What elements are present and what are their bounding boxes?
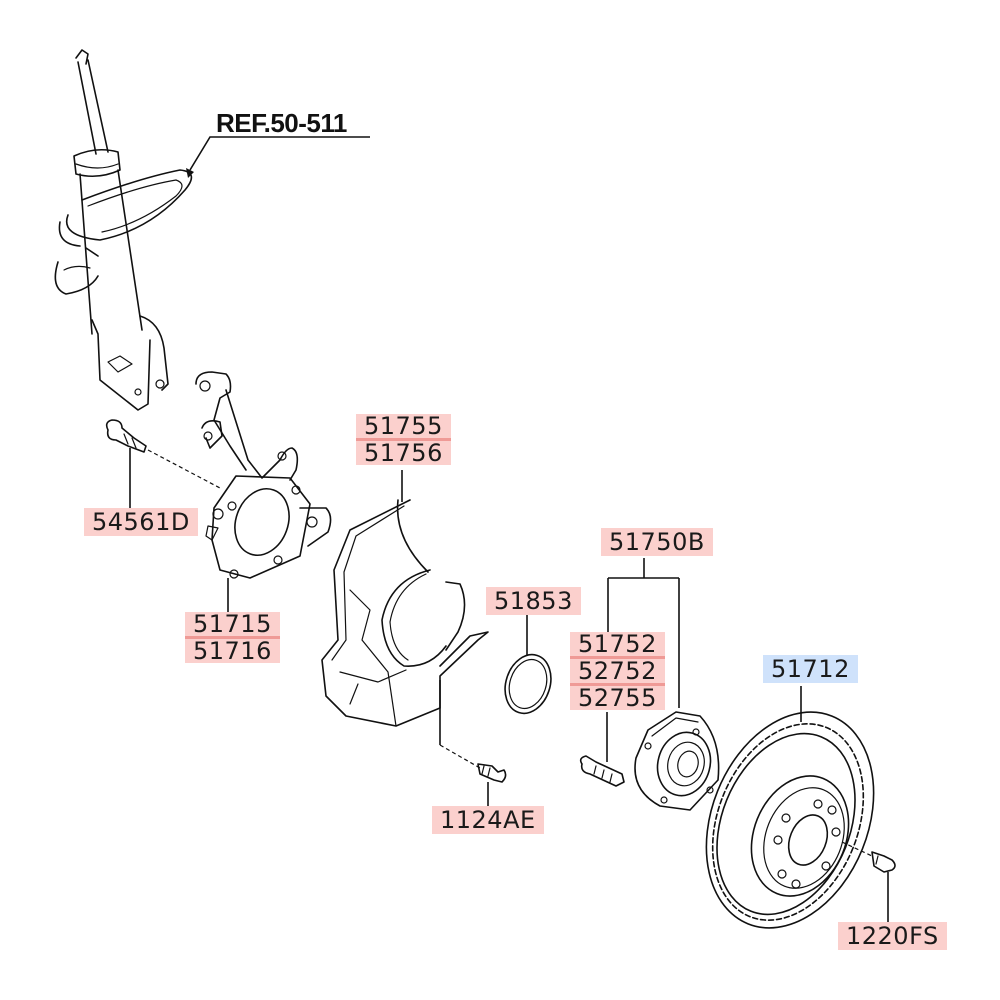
snap-ring[interactable]: [498, 649, 558, 720]
part-label-group-knuckle: 51715 51716: [185, 612, 280, 663]
part-label-51853[interactable]: 51853: [486, 587, 581, 615]
label-separator: [570, 683, 665, 686]
brake-disc[interactable]: [676, 687, 905, 953]
strut-assembly[interactable]: [54, 49, 193, 411]
disc-screw[interactable]: [871, 851, 896, 873]
part-label-51756[interactable]: 51756: [356, 441, 451, 465]
dust-cover-bolt[interactable]: [477, 763, 507, 783]
hub-bolt[interactable]: [579, 755, 625, 787]
label-separator: [570, 656, 665, 659]
dust-cover-bolt-dash: [439, 744, 481, 769]
reference-label[interactable]: REF.50-511: [216, 108, 347, 138]
part-label-51715[interactable]: 51715: [185, 612, 280, 636]
part-label-52755[interactable]: 52755: [570, 686, 665, 710]
ref-leader-line: [189, 136, 370, 171]
part-label-1220FS[interactable]: 1220FS: [838, 922, 947, 950]
label-separator: [356, 438, 451, 441]
dust-cover[interactable]: [321, 499, 489, 727]
part-label-51755[interactable]: 51755: [356, 414, 451, 438]
part-label-52752[interactable]: 52752: [570, 659, 665, 683]
part-label-51712[interactable]: 51712: [763, 655, 858, 683]
strut-bolt-leader: [147, 449, 221, 489]
part-label-51750B[interactable]: 51750B: [601, 528, 713, 556]
part-label-group-hub: 51752 52752 52755: [570, 632, 665, 710]
steering-knuckle[interactable]: [195, 371, 332, 579]
part-label-group-dust-cover: 51755 51756: [356, 414, 451, 465]
part-label-54561D[interactable]: 54561D: [84, 508, 198, 536]
ref-arrowhead: [186, 168, 194, 178]
part-label-51716[interactable]: 51716: [185, 639, 280, 663]
part-label-1124AE[interactable]: 1124AE: [432, 806, 544, 834]
strut-bolt[interactable]: [105, 419, 147, 453]
wheel-hub-bearing[interactable]: [634, 711, 720, 811]
part-label-51752[interactable]: 51752: [570, 632, 665, 656]
label-separator: [185, 636, 280, 639]
disc-screw-dash: [841, 841, 873, 857]
